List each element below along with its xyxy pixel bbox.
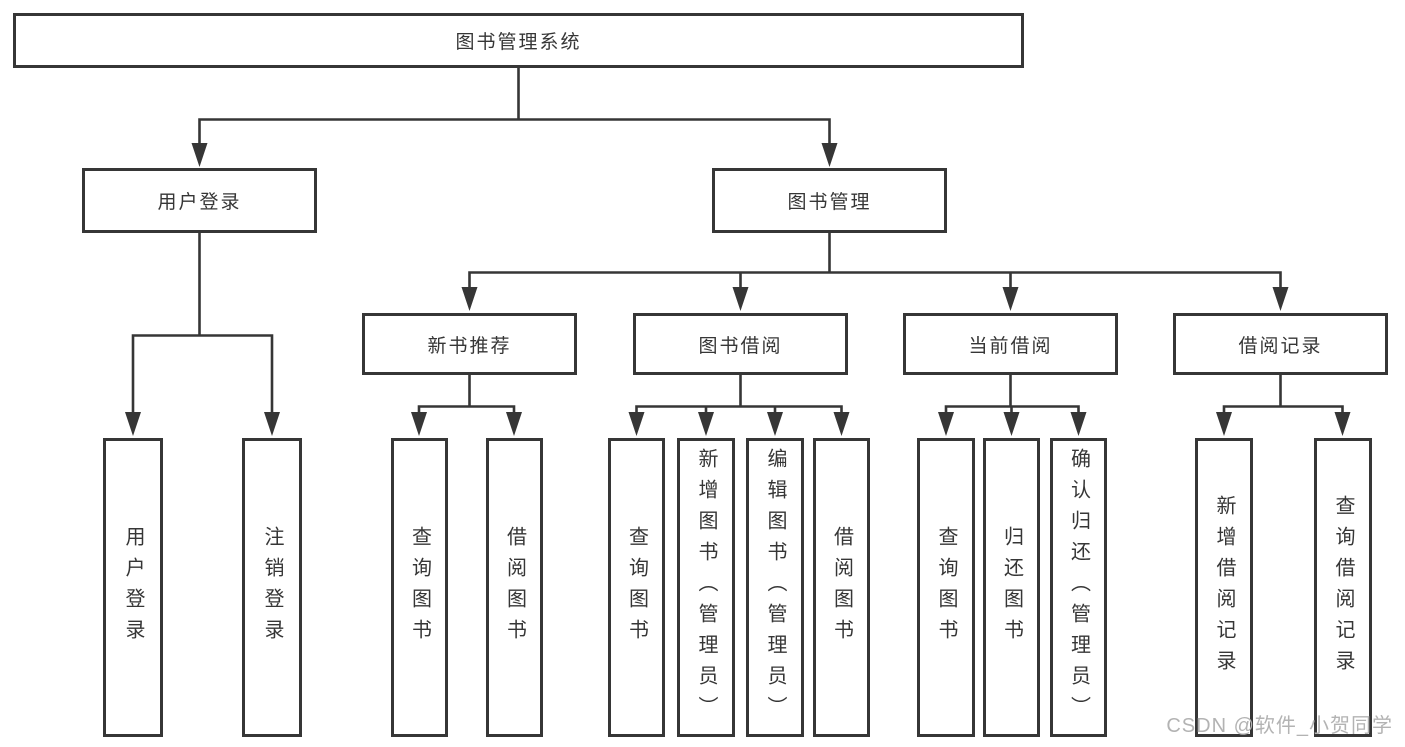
node-user-login: 用户登录 xyxy=(82,168,317,233)
node-label: 图书借阅 xyxy=(698,335,783,357)
node-borrow-books-recommend: 借阅图书 xyxy=(486,438,543,737)
node-query-books-borrow: 查询图书 xyxy=(608,438,665,737)
node-label: 图书管理 xyxy=(787,192,872,213)
node-confirm-return-admin: 确认归还（管理员） xyxy=(1050,438,1107,737)
node-label: 用户登录 xyxy=(157,192,242,213)
node-label: 查询图书 xyxy=(408,525,431,650)
node-user-login-leaf: 用户登录 xyxy=(103,438,163,737)
node-new-book-recommend: 新书推荐 xyxy=(362,313,577,375)
node-borrow-records: 借阅记录 xyxy=(1173,313,1388,375)
node-current-borrow: 当前借阅 xyxy=(903,313,1118,375)
node-edit-book-admin: 编辑图书（管理员） xyxy=(746,438,804,737)
node-label: 注销登录 xyxy=(261,525,283,650)
node-return-book: 归还图书 xyxy=(983,438,1040,737)
node-query-books-current: 查询图书 xyxy=(917,438,975,737)
node-borrow-books-leaf: 借阅图书 xyxy=(813,438,870,737)
node-label: 归还图书 xyxy=(1000,525,1023,650)
node-add-borrow-record: 新增借阅记录 xyxy=(1195,438,1253,737)
node-query-borrow-record: 查询借阅记录 xyxy=(1314,438,1372,737)
node-library-management-system: 图书管理系统 xyxy=(13,13,1024,68)
csdn-watermark: CSDN @软件_小贺同学 xyxy=(1166,715,1393,737)
node-label: 新增图书（管理员） xyxy=(695,448,717,727)
node-label: 新书推荐 xyxy=(427,335,512,357)
node-book-management: 图书管理 xyxy=(712,168,947,233)
node-label: 查询图书 xyxy=(935,525,957,650)
node-add-book-admin: 新增图书（管理员） xyxy=(677,438,735,737)
node-label: 当前借阅 xyxy=(968,335,1053,357)
node-label: 查询图书 xyxy=(625,525,648,650)
node-label: 用户登录 xyxy=(122,525,144,650)
node-label: 新增借阅记录 xyxy=(1213,494,1235,681)
node-label: 编辑图书（管理员） xyxy=(764,448,786,727)
node-label: 借阅记录 xyxy=(1238,335,1323,357)
node-label: 借阅图书 xyxy=(503,525,526,650)
node-label: 确认归还（管理员） xyxy=(1067,448,1090,727)
node-logout-login: 注销登录 xyxy=(242,438,302,737)
node-label: 查询借阅记录 xyxy=(1332,494,1354,681)
node-query-books-recommend: 查询图书 xyxy=(391,438,448,737)
node-label: 图书管理系统 xyxy=(455,32,582,53)
node-book-borrow: 图书借阅 xyxy=(633,313,848,375)
node-label: 借阅图书 xyxy=(830,525,853,650)
